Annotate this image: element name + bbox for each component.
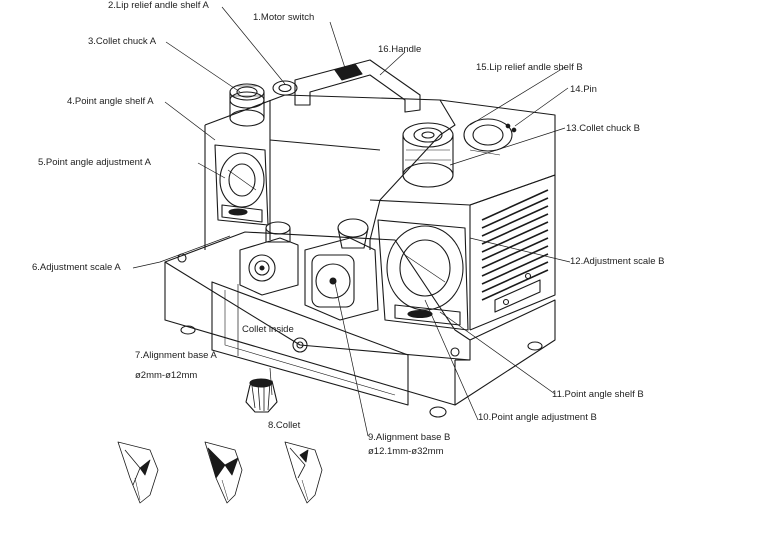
alignment-base-a (239, 237, 299, 296)
lip-relief-shelf-a (272, 80, 298, 96)
label-point-shelf-b: 11.Point angle shelf B (552, 389, 644, 400)
label-lip-shelf-a: 2.Lip relief andle shelf A (108, 0, 209, 11)
label-point-shelf-a: 4.Point angle shelf A (67, 96, 154, 107)
label-point-adj-a: 5.Point angle adjustment A (38, 157, 152, 168)
motor-housing (204, 94, 556, 331)
handle (294, 59, 421, 113)
alignment-base-b (304, 218, 379, 321)
label-motor-switch: 1.Motor switch (253, 12, 315, 23)
adjustment-scale-a (265, 221, 291, 243)
drill-tip-2 (204, 441, 243, 504)
label-collet-inside: Collet inside (242, 324, 294, 335)
label-lip-shelf-b: 15.Lip relief andle shelf B (476, 62, 583, 73)
label-align-base-a-range: ø2mm-ø12mm (135, 370, 198, 381)
collet-chuck-a (229, 83, 265, 127)
label-collet: 8.Collet (268, 420, 301, 431)
drill-tip-3 (284, 441, 323, 504)
machine-base (164, 231, 556, 418)
label-align-base-a: 7.Alignment base A (135, 350, 217, 361)
label-align-base-b: 9.Alignment base B (368, 432, 451, 443)
motor-switch (334, 63, 363, 81)
label-pin: 14.Pin (570, 84, 597, 95)
leader-lines (132, 6, 571, 437)
label-adj-scale-a: 6.Adjustment scale A (32, 262, 121, 273)
lip-relief-shelf-b (463, 118, 517, 156)
collet-chuck-b (402, 122, 454, 188)
label-point-adj-b: 10.Point angle adjustment B (478, 412, 597, 423)
label-collet-chuck-a: 3.Collet chuck A (88, 36, 157, 47)
label-adj-scale-b: 12.Adjustment scale B (570, 256, 665, 267)
label-handle: 16.Handle (378, 44, 422, 55)
label-align-base-b-range: ø12.1mm-ø32mm (368, 446, 444, 457)
point-angle-shelf-b (377, 219, 469, 331)
point-angle-shelf-a (214, 144, 269, 226)
label-collet-chuck-b: 13.Collet chuck B (566, 123, 640, 134)
collet (245, 378, 278, 413)
drill-tip-1 (117, 441, 159, 504)
